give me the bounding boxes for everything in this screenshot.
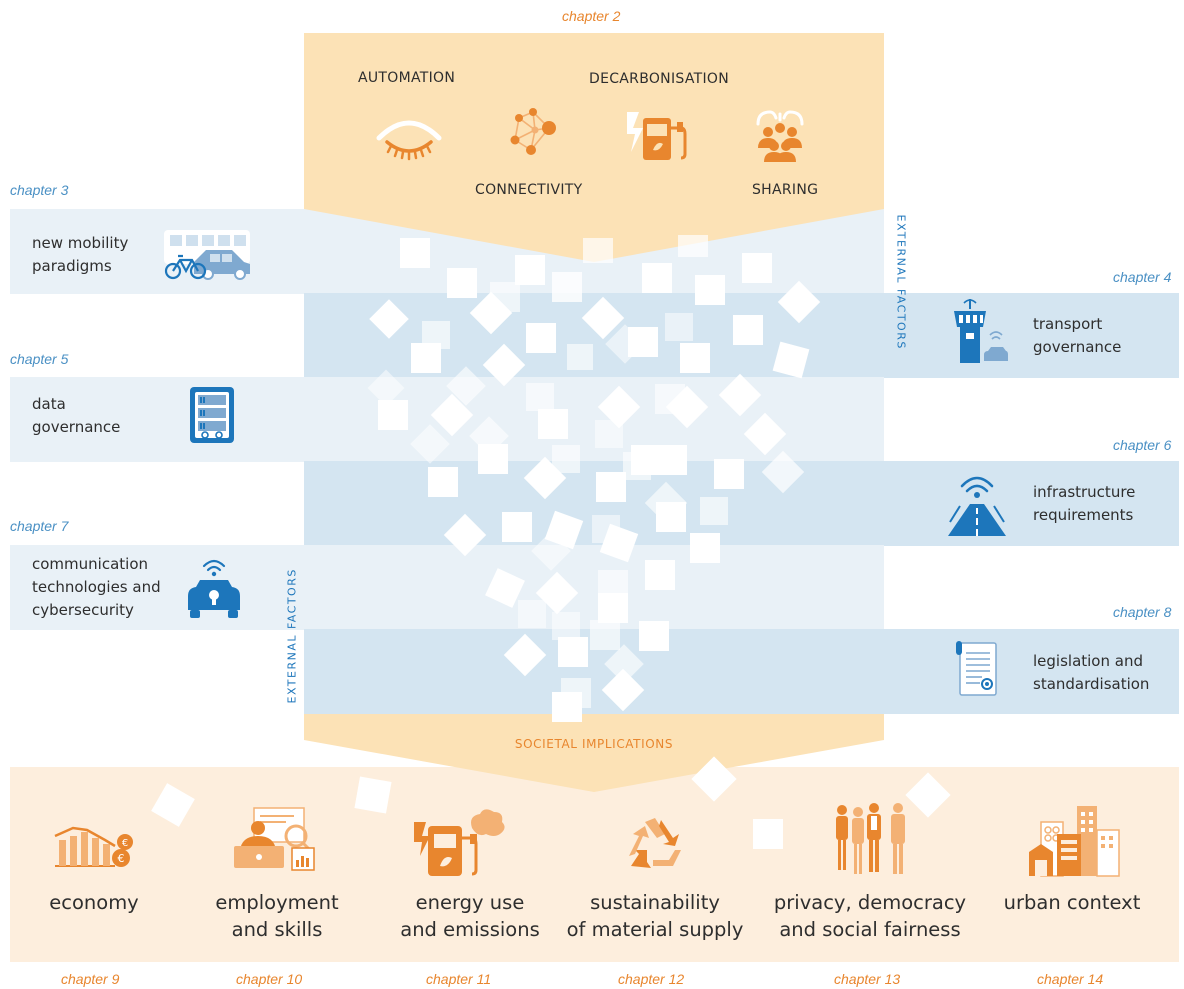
chapter-label-14: chapter 14: [1037, 971, 1104, 987]
city-icon: [1029, 806, 1120, 877]
chapter-label-5: chapter 5: [10, 351, 69, 367]
label-line: legislation and: [1033, 652, 1143, 670]
chapter-label-10: chapter 10: [236, 971, 303, 987]
label-line: communication: [32, 555, 149, 573]
driver-automation-label: AUTOMATION: [358, 70, 456, 86]
label-line: transport: [1033, 315, 1103, 333]
worker-laptop-icon: [234, 807, 315, 871]
server-icon: [190, 387, 234, 443]
chapter-label-3: chapter 3: [10, 182, 69, 198]
fuel-pump-icon: [627, 112, 687, 160]
network-icon: [510, 108, 556, 155]
data-governance-label: data governance: [32, 393, 120, 439]
societal-implications-label: SOCIETAL IMPLICATIONS: [514, 737, 674, 751]
driver-connectivity-label: CONNECTIVITY: [475, 182, 583, 198]
label-line: of material supply: [566, 918, 744, 941]
svg-text:€: €: [118, 852, 125, 865]
people-icon: [836, 803, 905, 874]
external-factors-label-right: EXTERNAL FACTORS: [894, 214, 908, 350]
label-line: data: [32, 395, 66, 413]
economy-chart-icon: € €: [54, 826, 133, 867]
band-chapter-8: [304, 629, 1179, 714]
label-line: paradigms: [32, 257, 112, 275]
bus-bike-car-icon: [164, 230, 250, 280]
label-line: infrastructure: [1033, 483, 1136, 501]
secure-car-icon: [188, 559, 240, 618]
label-line: requirements: [1033, 506, 1134, 524]
label-line: technologies and: [32, 578, 161, 596]
people-sharing-icon: [756, 110, 804, 162]
label-line: and emissions: [400, 918, 540, 941]
employment-skills-label: employment and skills: [177, 889, 377, 943]
energy-emissions-icon: [414, 809, 505, 876]
label-line: energy use: [415, 891, 525, 914]
new-mobility-paradigms-label: new mobility paradigms: [32, 232, 128, 278]
infrastructure-requirements-label: infrastructure requirements: [1033, 481, 1135, 527]
label-line: sustainability: [590, 891, 720, 914]
chapter-label-11: chapter 11: [426, 971, 492, 987]
label-line: privacy, democracy: [773, 891, 967, 914]
label-line: and skills: [231, 918, 323, 941]
urban-context-label: urban context: [972, 889, 1172, 916]
chapter-label-2: chapter 2: [562, 8, 621, 24]
communication-technologies-label: communication technologies and cybersecu…: [32, 553, 161, 622]
document-icon: [956, 641, 997, 696]
transport-governance-label: transport governance: [1033, 313, 1121, 359]
band-chapter-7: [10, 545, 884, 630]
chapter-label-9: chapter 9: [61, 971, 120, 987]
societal-band: [10, 767, 1179, 962]
label-line: cybersecurity: [32, 601, 134, 619]
economy-label: economy: [0, 889, 194, 916]
recycle-icon: [629, 818, 681, 868]
wireless-road-icon: [948, 476, 1006, 536]
driver-decarbonisation-label: DECARBONISATION: [589, 71, 729, 87]
svg-text:€: €: [122, 838, 128, 849]
control-tower-icon: [954, 299, 1008, 363]
chapter-label-6: chapter 6: [1113, 437, 1172, 453]
external-factors-label-left: EXTERNAL FACTORS: [285, 568, 299, 704]
privacy-democracy-label: privacy, democracy and social fairness: [770, 889, 970, 943]
sustainability-material-label: sustainability of material supply: [555, 889, 755, 943]
label-line: employment: [215, 891, 339, 914]
chapter-label-7: chapter 7: [10, 518, 69, 534]
label-line: new mobility: [32, 234, 129, 252]
eye-closed-icon: [376, 120, 442, 161]
chapter-label-8: chapter 8: [1113, 604, 1172, 620]
legislation-standardisation-label: legislation and standardisation: [1033, 650, 1149, 696]
chapter-label-13: chapter 13: [834, 971, 901, 987]
label-line: economy: [49, 891, 139, 914]
label-line: and social fairness: [779, 918, 961, 941]
driver-sharing-label: SHARING: [752, 182, 819, 198]
label-line: standardisation: [1033, 675, 1150, 693]
label-line: governance: [32, 418, 121, 436]
energy-emissions-label: energy use and emissions: [370, 889, 570, 943]
chapter-label-4: chapter 4: [1113, 269, 1172, 285]
label-line: governance: [1033, 338, 1122, 356]
chapter-label-12: chapter 12: [618, 971, 685, 987]
label-line: urban context: [1003, 891, 1141, 914]
